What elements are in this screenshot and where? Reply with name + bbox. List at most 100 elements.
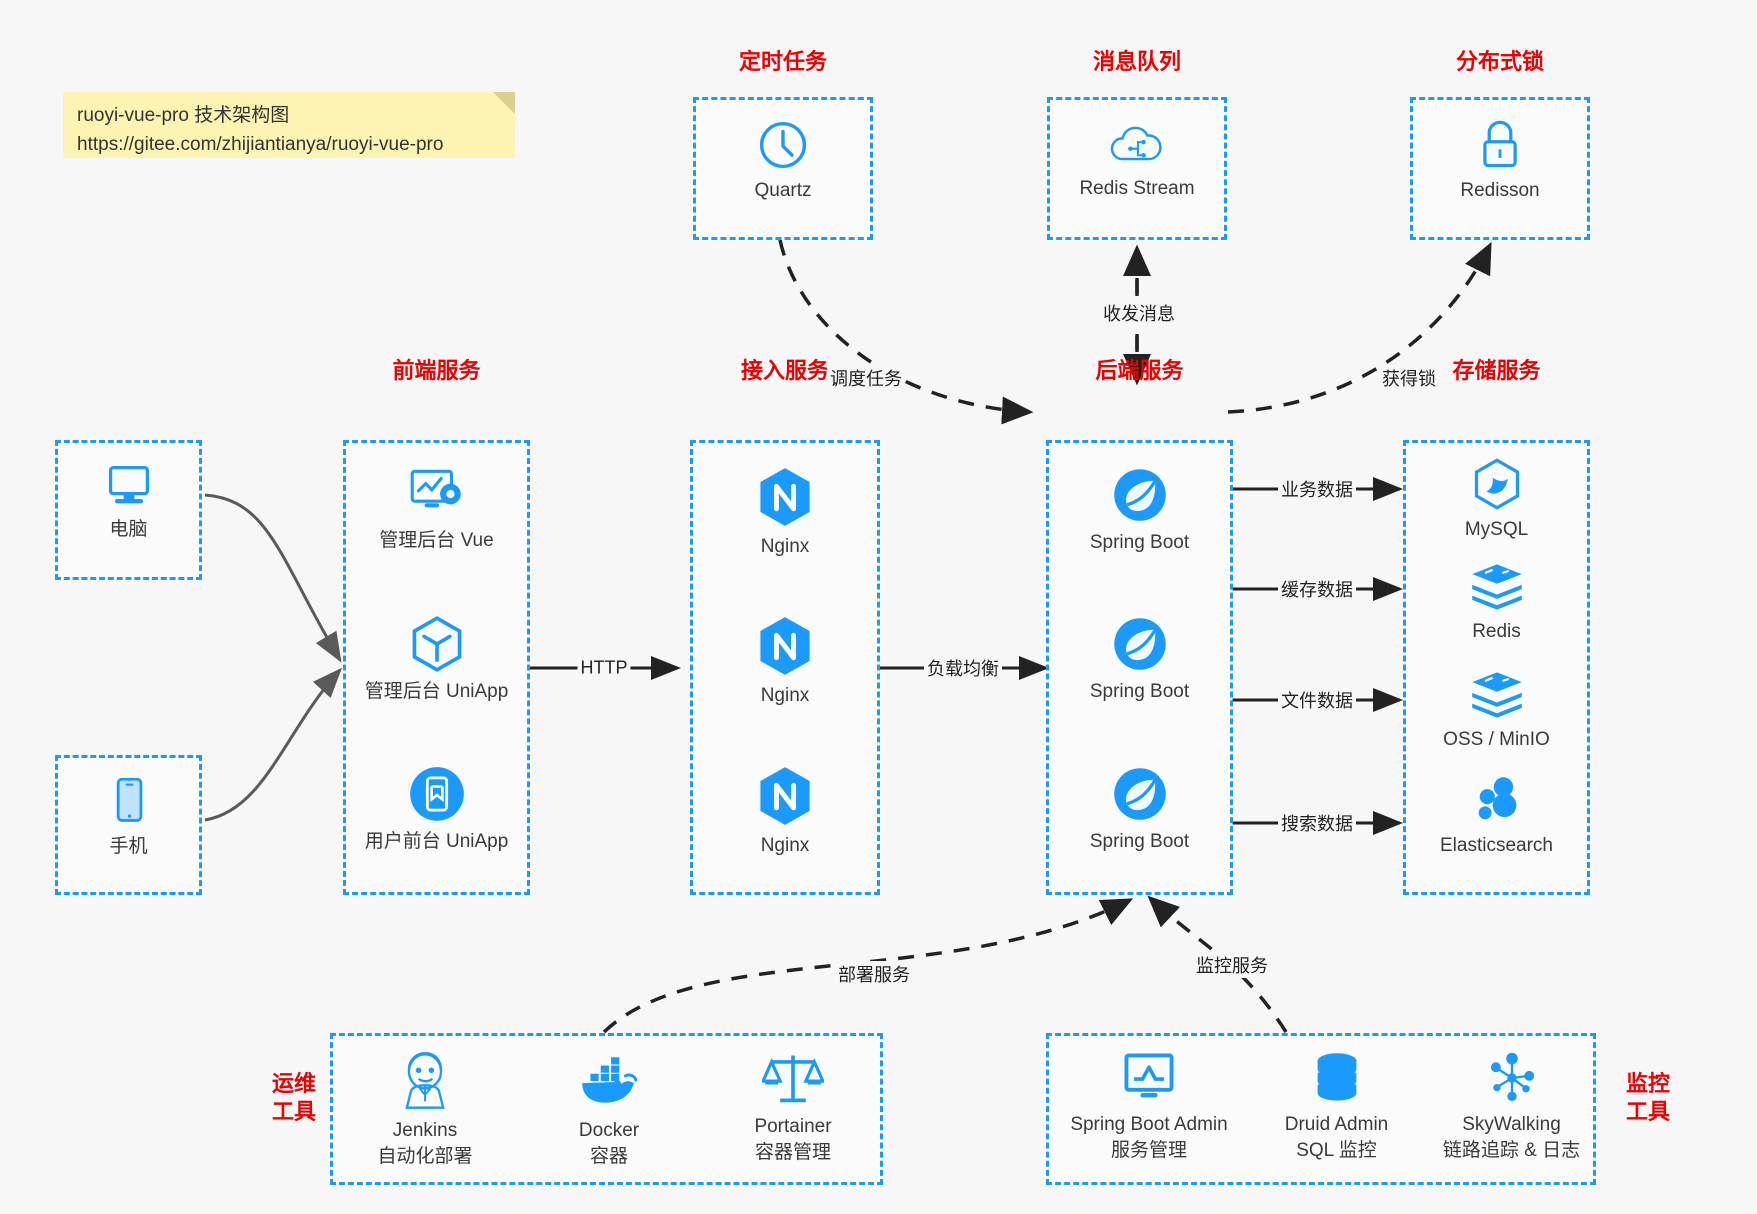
elasticsearch-icon — [1406, 775, 1587, 827]
node-label: Redis Stream — [1079, 178, 1195, 199]
node-spring-boot-3[interactable]: Spring Boot — [1049, 765, 1230, 855]
group-title-storage: 存储服务 — [1452, 358, 1541, 383]
node-sublabel: 容器管理 — [754, 1141, 831, 1163]
node-redis-stream[interactable]: Redis Stream — [1050, 118, 1224, 202]
node-label: Spring Boot — [1089, 532, 1190, 553]
node-nginx-3[interactable]: Nginx — [693, 765, 877, 859]
group-devops[interactable]: Jenkins 自动化部署 Docker 容器 — [330, 1033, 883, 1185]
node-admin-uniapp[interactable]: 管理后台 UniApp — [346, 615, 527, 705]
edge-label-send-receive-message: 收发消息 — [1100, 300, 1178, 326]
note-url: https://gitee.com/zhijiantianya/ruoyi-vu… — [77, 133, 444, 155]
spring-leaf-icon — [1049, 615, 1230, 673]
group-title-devops: 运维 工具 — [258, 1070, 330, 1125]
node-sublabel: 容器 — [589, 1145, 628, 1167]
node-portainer[interactable]: Portainer 容器管理 — [701, 1050, 885, 1165]
node-label: Nginx — [760, 536, 810, 557]
phone-icon — [58, 776, 199, 828]
edge-label-business-data: 业务数据 — [1278, 476, 1356, 502]
node-label: 用户前台 UniApp — [364, 831, 509, 852]
group-client-mobile[interactable]: 手机 — [55, 755, 202, 895]
node-oss-minio[interactable]: OSS / MinIO — [1406, 669, 1587, 753]
node-label: Redis — [1472, 621, 1521, 642]
group-title-monitor: 监控 工具 — [1612, 1070, 1684, 1125]
desktop-icon — [58, 461, 199, 511]
group-title-frontend: 前端服务 — [392, 358, 481, 383]
group-title-gateway: 接入服务 — [740, 358, 829, 383]
cloud-stream-icon — [1050, 118, 1224, 170]
dashboard-gear-icon — [346, 466, 527, 522]
edge-label-search-data: 搜索数据 — [1278, 810, 1356, 836]
lock-icon — [1413, 118, 1587, 172]
group-scheduler[interactable]: Quartz — [693, 97, 873, 240]
node-label: Spring Boot — [1089, 681, 1190, 702]
edge-label-deploy-service: 部署服务 — [835, 961, 913, 987]
node-label: 手机 — [109, 836, 148, 857]
group-gateway[interactable]: Nginx Nginx Nginx — [690, 440, 880, 895]
node-phone[interactable]: 手机 — [58, 776, 199, 860]
node-nginx-1[interactable]: Nginx — [693, 466, 877, 560]
clock-icon — [696, 118, 870, 172]
note-fold-corner — [493, 92, 515, 114]
sticky-note: ruoyi-vue-pro 技术架构图 https://gitee.com/zh… — [63, 92, 515, 158]
node-label: Redisson — [1460, 180, 1540, 201]
mobile-app-icon — [346, 765, 527, 823]
edge-label-http: HTTP — [577, 657, 631, 679]
edge-label-load-balance: 负载均衡 — [924, 655, 1002, 681]
node-label: Spring Boot Admin — [1070, 1114, 1228, 1135]
cube-icon — [346, 615, 527, 673]
nginx-icon — [693, 765, 877, 827]
node-redis[interactable]: Redis — [1406, 561, 1587, 645]
node-label: 管理后台 UniApp — [364, 681, 509, 702]
group-title-monitor-line2: 工具 — [1625, 1098, 1670, 1124]
group-client-pc[interactable]: 电脑 — [55, 440, 202, 580]
node-redisson[interactable]: Redisson — [1413, 118, 1587, 204]
group-storage[interactable]: MySQL Redis OSS — [1403, 440, 1590, 895]
note-title: ruoyi-vue-pro 技术架构图 — [77, 105, 290, 126]
node-docker[interactable]: Docker 容器 — [517, 1050, 701, 1169]
node-jenkins[interactable]: Jenkins 自动化部署 — [333, 1050, 517, 1169]
node-computer[interactable]: 电脑 — [58, 461, 199, 543]
node-label: Spring Boot — [1089, 831, 1190, 852]
jenkins-icon — [333, 1050, 517, 1112]
node-nginx-2[interactable]: Nginx — [693, 615, 877, 709]
node-elasticsearch[interactable]: Elasticsearch — [1406, 775, 1587, 859]
node-user-uniapp[interactable]: 用户前台 UniApp — [346, 765, 527, 855]
group-mq[interactable]: Redis Stream — [1047, 97, 1227, 240]
group-backend[interactable]: Spring Boot Spring Boot Spring Boot — [1046, 440, 1233, 895]
spring-leaf-icon — [1049, 765, 1230, 823]
stack-icon — [1406, 561, 1587, 613]
node-admin-vue[interactable]: 管理后台 Vue — [346, 466, 527, 554]
node-label: OSS / MinIO — [1443, 729, 1550, 750]
node-label: 管理后台 Vue — [379, 530, 494, 551]
database-icon — [1249, 1050, 1424, 1106]
node-label: SkyWalking — [1462, 1114, 1561, 1135]
node-label: Docker — [578, 1120, 640, 1141]
group-title-monitor-line1: 监控 — [1625, 1071, 1670, 1096]
group-frontend[interactable]: 管理后台 Vue 管理后台 UniApp 用户前台 UniApp — [343, 440, 530, 895]
node-mysql[interactable]: MySQL — [1406, 457, 1587, 543]
node-spring-boot-2[interactable]: Spring Boot — [1049, 615, 1230, 705]
node-sublabel: 服务管理 — [1110, 1139, 1187, 1161]
node-label: Nginx — [760, 835, 810, 856]
stack-icon — [1406, 669, 1587, 721]
node-label: Portainer — [754, 1116, 832, 1137]
group-title-devops-line1: 运维 — [271, 1071, 316, 1096]
node-sublabel: 链路追踪 & 日志 — [1442, 1139, 1581, 1161]
node-label: Quartz — [754, 180, 812, 201]
group-monitor[interactable]: Spring Boot Admin 服务管理 Druid Admin SQL 监… — [1046, 1033, 1596, 1185]
node-skywalking[interactable]: SkyWalking 链路追踪 & 日志 — [1424, 1050, 1599, 1163]
node-spring-boot-1[interactable]: Spring Boot — [1049, 466, 1230, 556]
group-title-backend: 后端服务 — [1095, 358, 1184, 383]
group-lock[interactable]: Redisson — [1410, 97, 1590, 240]
node-quartz[interactable]: Quartz — [696, 118, 870, 204]
node-druid-admin[interactable]: Druid Admin SQL 监控 — [1249, 1050, 1424, 1163]
nginx-icon — [693, 466, 877, 528]
group-title-devops-line2: 工具 — [271, 1098, 316, 1124]
node-spring-boot-admin[interactable]: Spring Boot Admin 服务管理 — [1049, 1050, 1249, 1163]
edge-label-cache-data: 缓存数据 — [1278, 576, 1356, 602]
monitor-chart-icon — [1049, 1050, 1249, 1106]
node-label: Elasticsearch — [1440, 835, 1553, 856]
node-sublabel: SQL 监控 — [1296, 1139, 1377, 1161]
node-label: 电脑 — [109, 519, 148, 540]
